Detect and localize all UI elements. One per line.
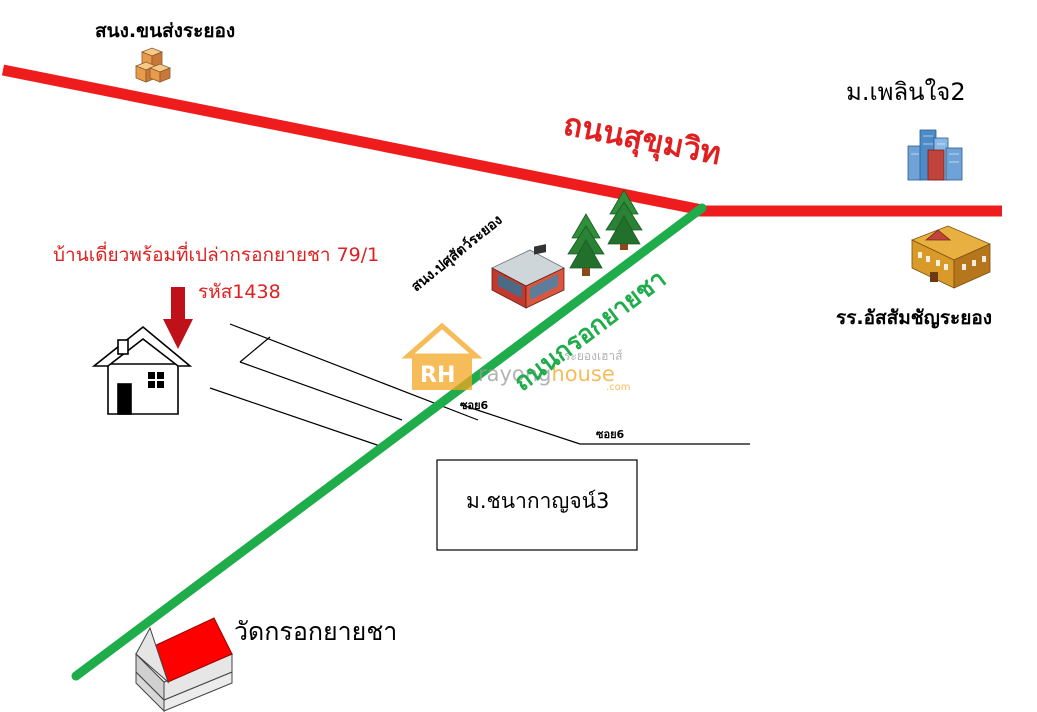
watermark-domain: .com [606,382,631,393]
sukhumvit-road [1,64,1002,217]
listing-code: รหัส1438 [198,281,281,303]
watermark: RH rayonghouse .com ระยองเฮาส์ [401,322,631,393]
side-street-4 [239,336,271,363]
pine-tree-icon [567,213,605,276]
school-label: รร.อัสสัมชัญระยอง [836,307,992,329]
temple-label: วัดกรอกยายชา [234,617,397,646]
school-icon [910,225,991,289]
house-icon [91,325,193,415]
rh-logo-icon [401,322,483,390]
side-street-2 [209,387,381,447]
village-chana-label: ม.ชนากาญจน์3 [466,489,609,513]
office-building-icon [491,244,565,309]
building-cluster-icon [134,47,172,83]
village-ploenjai-label: ม.เพลินใจ2 [846,78,966,106]
soi-label-a: ซอย6 [460,399,489,412]
soi-label-b: ซอย6 [596,428,625,441]
watermark-logo: RH [420,363,455,388]
sukhumvit-label: ถนนสุขุมวิท [560,107,724,174]
temple-icon [135,617,234,712]
side-street-3 [239,361,403,421]
krok-yai-cha-road [71,203,707,681]
livestock-office-label: สนง.ปศุสัตว์ระยอง [408,211,506,295]
soi-6-line [461,404,581,445]
village-chana-box [436,459,638,551]
skyscrapers-icon [907,129,963,181]
transport-office-label: สนง.ขนส่งระยอง [95,20,235,42]
listing-title: บ้านเดี่ยวพร้อมที่เปล่ากรอกยายชา 79/1 [53,241,379,266]
pine-tree-icon [605,189,643,250]
watermark-thai: ระยองเฮาส์ [564,349,623,363]
watermark-brand: rayonghouse [478,362,615,386]
arrow-down-icon [163,287,193,349]
